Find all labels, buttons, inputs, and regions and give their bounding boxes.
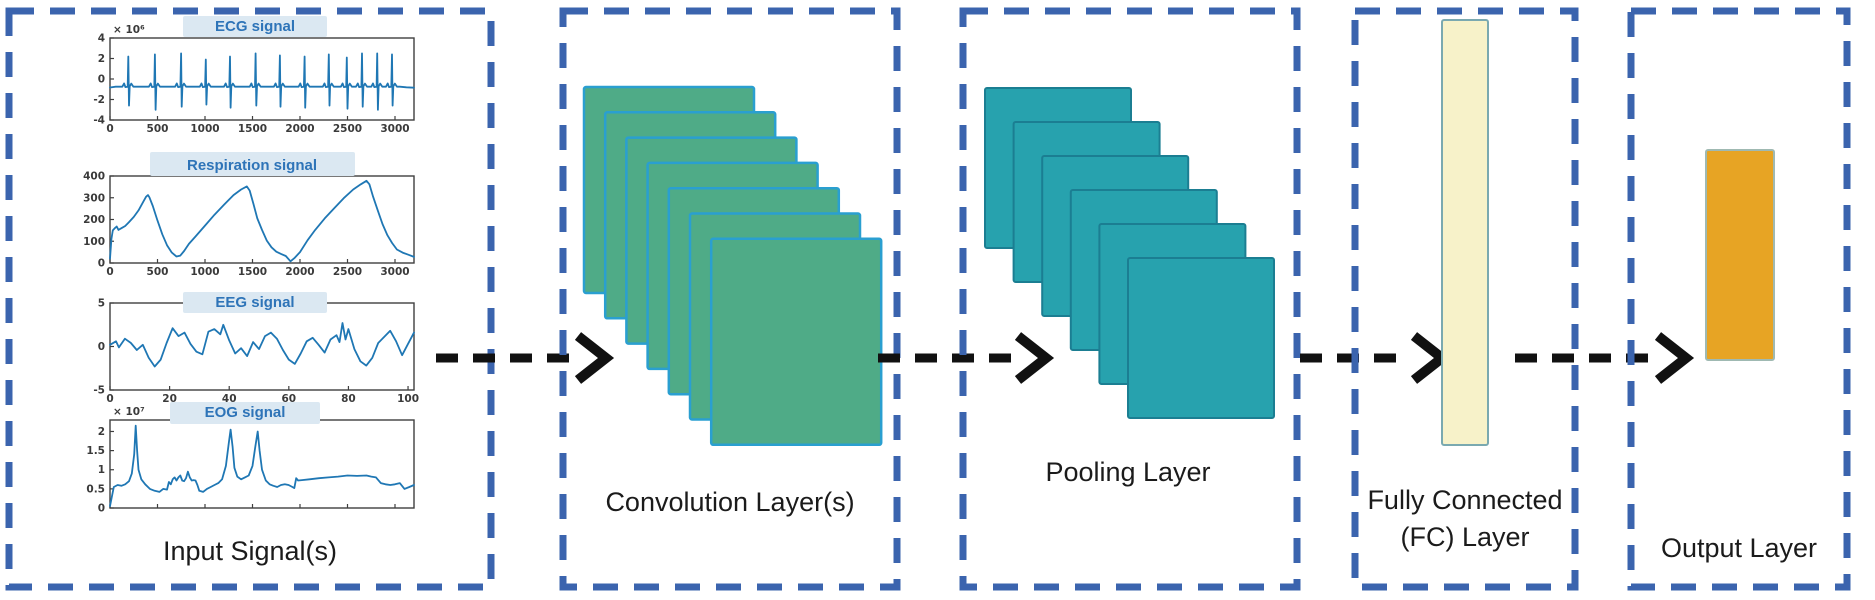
x-tick-label: 2500	[333, 123, 362, 135]
y-tick-label: 200	[83, 214, 105, 226]
pooling-panel-border	[959, 7, 1301, 591]
y-tick-label: 0	[98, 74, 105, 86]
axis-exponent-label: × 10⁶	[113, 24, 145, 36]
x-tick-label: 2500	[333, 266, 362, 278]
y-tick-label: 5	[98, 298, 105, 310]
ecg-plot-waveform	[109, 52, 415, 111]
plot-title: EOG signal	[205, 404, 286, 421]
arrow-head	[1654, 332, 1695, 384]
y-tick-label: 1	[98, 464, 105, 476]
x-tick-label: 0	[106, 123, 113, 135]
x-tick-label: 2000	[285, 123, 314, 135]
x-tick-label: 1500	[238, 123, 267, 135]
x-tick-label: 3000	[380, 123, 409, 135]
y-tick-label: -5	[93, 385, 105, 397]
y-tick-label: 2	[98, 426, 105, 438]
convolution-panel: Convolution Layer(s)	[559, 7, 901, 591]
output-panel: Output Layer	[1627, 7, 1851, 591]
plot-title: Respiration signal	[187, 157, 317, 174]
x-tick-label: 0	[106, 393, 113, 405]
y-tick-label: 2	[98, 53, 105, 65]
pooling-feature-map-stack	[984, 87, 1275, 419]
fully-connected-panel-label-line1: Fully Connected	[1367, 485, 1562, 515]
y-tick-label: 100	[83, 236, 105, 248]
output-panel-label: Output Layer	[1661, 533, 1817, 563]
plot-title-chip	[170, 402, 320, 424]
arrow-head	[1014, 332, 1055, 384]
input-panel-border	[5, 7, 495, 591]
x-tick-label: 1500	[238, 266, 267, 278]
flow-arrow-2	[878, 332, 1055, 384]
x-tick-label: 1000	[190, 266, 219, 278]
flow-arrow-3	[1300, 332, 1451, 384]
x-tick-label: 0	[106, 266, 113, 278]
x-tick-label: 1000	[190, 123, 219, 135]
eog-plot-waveform	[109, 424, 415, 508]
y-tick-label: -4	[93, 115, 105, 127]
eeg-plot-waveform	[109, 322, 415, 368]
pool-feature-map	[1127, 257, 1275, 419]
x-tick-label: 80	[341, 393, 356, 405]
y-tick-label: 0.5	[86, 483, 105, 495]
pooling-panel-label: Pooling Layer	[1045, 457, 1210, 487]
flow-arrow-4	[1515, 332, 1695, 384]
axes-box	[109, 175, 415, 264]
x-tick-label: 500	[147, 266, 169, 278]
fully-connected-panel-border	[1351, 7, 1579, 591]
y-tick-label: 1.5	[86, 445, 105, 457]
x-tick-label: 3000	[380, 266, 409, 278]
axes-box	[109, 302, 415, 391]
plot-title-chip	[183, 16, 327, 37]
y-tick-label: 300	[83, 192, 105, 204]
y-tick-label: 0	[98, 341, 105, 353]
arrow-head	[574, 332, 615, 384]
flow-arrow-1	[436, 332, 615, 384]
y-tick-label: -2	[93, 94, 105, 106]
plot-title: EEG signal	[215, 294, 294, 311]
input-panel-label: Input Signal(s)	[163, 536, 337, 566]
y-tick-label: 0	[98, 258, 105, 270]
convolution-feature-map-stack	[582, 85, 883, 447]
fully-connected-panel: Fully Connected (FC) Layer	[1351, 7, 1579, 591]
y-tick-label: 0	[98, 503, 105, 515]
convolution-panel-label: Convolution Layer(s)	[605, 487, 854, 517]
y-tick-label: 400	[83, 171, 105, 183]
x-tick-label: 2000	[285, 266, 314, 278]
output-panel-border	[1627, 7, 1851, 591]
pooling-panel: Pooling Layer	[959, 7, 1301, 591]
convolution-panel-border	[559, 7, 901, 591]
plot-title-chip	[183, 292, 327, 313]
x-tick-label: 500	[147, 123, 169, 135]
y-tick-label: 4	[98, 33, 105, 45]
conv-feature-map	[709, 237, 883, 447]
axis-exponent-label: × 10⁷	[113, 406, 145, 418]
eog-plot: 2 1.5 1 0.5 0 × 10⁷ EOG signal	[86, 402, 415, 515]
arrow-head	[1410, 332, 1451, 384]
output-layer-bar	[1705, 149, 1775, 361]
fully-connected-panel-label-line2: (FC) Layer	[1400, 522, 1529, 552]
plot-title: ECG signal	[215, 18, 295, 35]
plot-title-chip	[150, 152, 355, 176]
fc-layer-bar	[1441, 19, 1489, 446]
x-tick-label: 100	[397, 393, 419, 405]
respiration-plot-waveform	[109, 179, 415, 263]
